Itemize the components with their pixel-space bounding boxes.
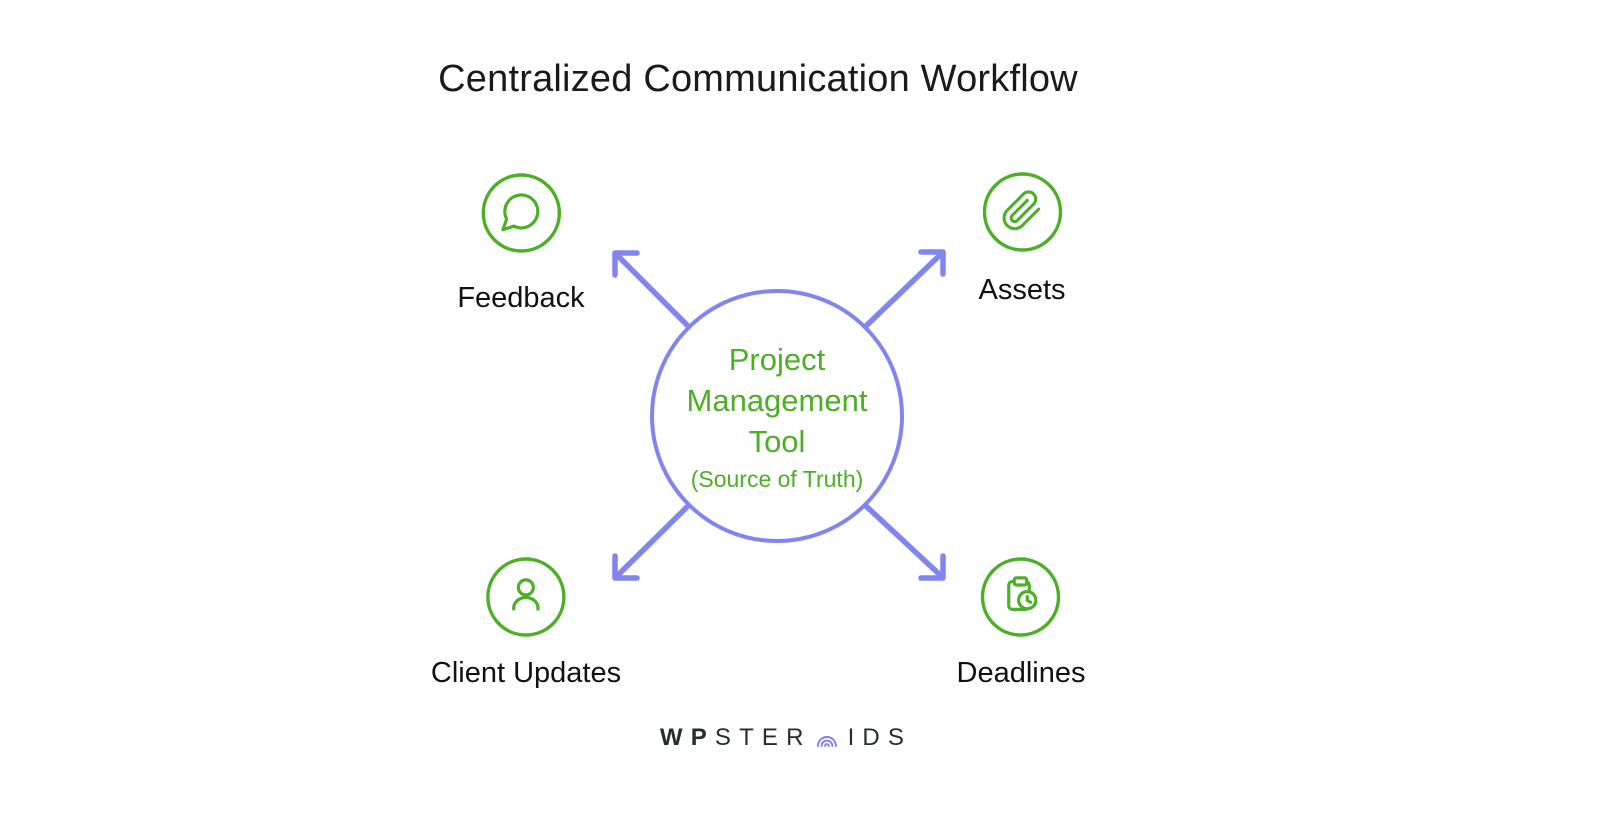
arrow-to-bottom-left — [612, 503, 691, 581]
arrow-to-bottom-right — [863, 503, 946, 581]
diagram-title: Centralized Communication Workflow — [438, 58, 1078, 100]
node-client-updates: Client Updates — [431, 556, 621, 690]
clipboard-clock-icon — [981, 557, 1061, 637]
chat-bubble-icon — [481, 173, 561, 253]
node-assets: Assets — [978, 171, 1066, 307]
node-feedback: Feedback — [457, 172, 585, 315]
arrow-to-top-left — [612, 250, 691, 329]
node-deadlines: Deadlines — [956, 556, 1086, 690]
node-label-deadlines: Deadlines — [956, 657, 1086, 689]
arrow-to-top-right — [863, 249, 946, 329]
logo-mid: STER — [714, 724, 812, 751]
central-node-project-management-tool: Project Management Tool (Source of Truth… — [650, 289, 904, 543]
central-node-line: Project — [728, 341, 826, 377]
logo-prefix: WP — [659, 724, 715, 751]
node-label-assets: Assets — [978, 274, 1066, 306]
node-label-client-updates: Client Updates — [430, 657, 622, 689]
concentric-arcs-icon — [816, 736, 837, 747]
central-node-line: Tool — [748, 423, 806, 459]
logo-suffix: IDS — [847, 724, 913, 751]
central-node-line: Management — [686, 382, 868, 418]
central-node-subtitle: (Source of Truth) — [690, 465, 864, 492]
paperclip-icon — [982, 172, 1062, 252]
node-label-feedback: Feedback — [457, 282, 585, 314]
user-icon — [486, 557, 566, 637]
